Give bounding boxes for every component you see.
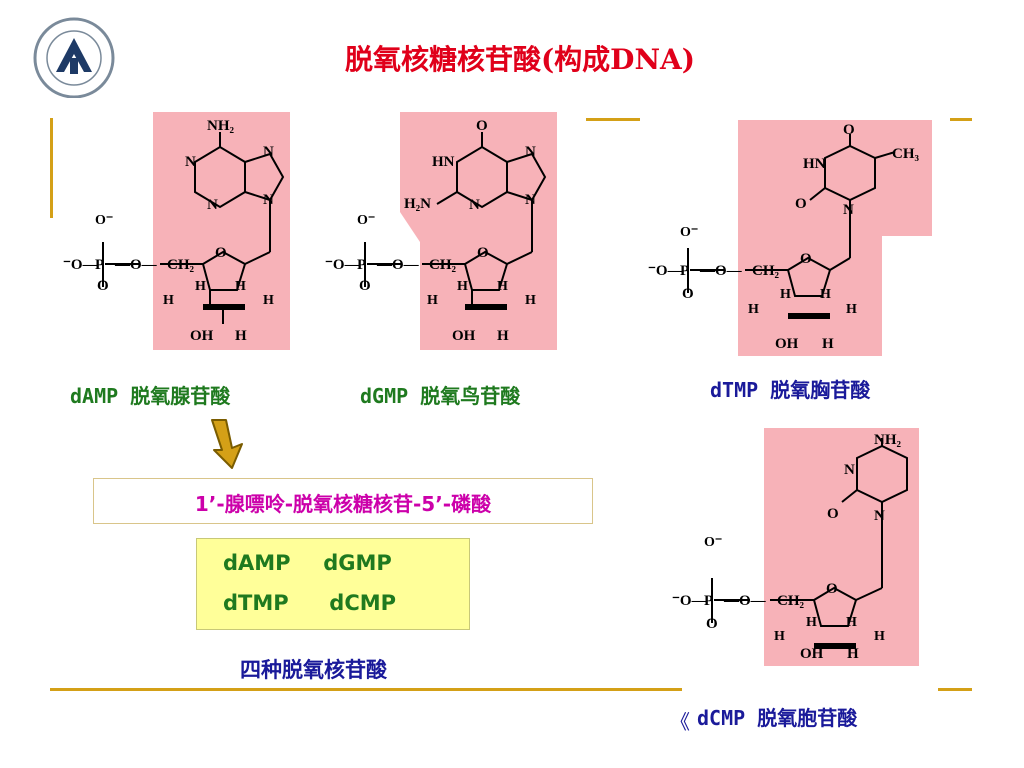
svg-text:O: O <box>795 196 807 212</box>
svg-text:—O—: —O— <box>723 593 767 609</box>
svg-text:OH: OH <box>190 328 214 344</box>
svg-text:H: H <box>195 279 206 294</box>
svg-text:H: H <box>846 615 857 630</box>
svg-text:O: O <box>843 122 855 138</box>
svg-text:H: H <box>457 279 468 294</box>
svg-text:CH₂: CH₂ <box>777 593 805 609</box>
svg-text:N: N <box>469 197 480 213</box>
svg-text:O: O <box>706 616 718 632</box>
svg-text:—O—: —O— <box>114 257 158 273</box>
svg-text:H: H <box>846 302 857 317</box>
svg-text:N: N <box>525 192 536 208</box>
svg-text:N: N <box>263 192 274 208</box>
svg-text:N: N <box>843 202 854 218</box>
svg-text:H: H <box>263 293 274 308</box>
svg-text:OH: OH <box>452 328 476 344</box>
svg-text:O: O <box>826 581 838 597</box>
damp-label: dAMP 脱氧腺苷酸 <box>70 384 231 408</box>
svg-text:OH: OH <box>775 336 799 352</box>
svg-text:H: H <box>748 302 759 317</box>
svg-text:O: O <box>359 278 371 294</box>
svg-text:N: N <box>844 462 855 478</box>
svg-text:N: N <box>525 144 536 160</box>
svg-text:O: O <box>215 245 227 261</box>
svg-text:H: H <box>525 293 536 308</box>
gold-divider-top-mid <box>586 118 640 121</box>
svg-text:⁻O—: ⁻O— <box>63 257 99 273</box>
down-arrow-icon <box>211 419 243 469</box>
svg-text:O⁻: O⁻ <box>680 225 698 240</box>
svg-text:O: O <box>97 278 109 294</box>
svg-text:⁻O—: ⁻O— <box>325 257 361 273</box>
svg-text:CH₂: CH₂ <box>752 263 780 279</box>
college-logo <box>26 16 126 99</box>
svg-text:H: H <box>774 629 785 644</box>
list-dgmp: dGMP <box>323 551 392 575</box>
svg-text:N: N <box>874 508 885 524</box>
svg-text:—O—: —O— <box>699 263 743 279</box>
dgmp-label: dGMP 脱氧鸟苷酸 <box>360 384 521 408</box>
svg-text:H: H <box>427 293 438 308</box>
svg-text:NH₂: NH₂ <box>874 432 902 448</box>
svg-text:N: N <box>207 197 218 213</box>
svg-text:CH₂: CH₂ <box>429 257 457 273</box>
four-nucleotides-caption: 四种脱氧核苷酸 <box>240 658 387 682</box>
svg-text:P: P <box>95 257 104 273</box>
svg-text:H: H <box>847 646 859 662</box>
svg-text:H: H <box>497 279 508 294</box>
svg-text:H: H <box>820 287 831 302</box>
dtmp-structure: O HN CH₃ O N O⁻ ⁻O— P —O— CH₂ O O H H H … <box>648 120 932 356</box>
dtmp-label: dTMP 脱氧胸苷酸 <box>710 378 871 402</box>
dcmp-label: dCMP 脱氧胞苷酸 <box>697 706 858 730</box>
svg-text:H₂N: H₂N <box>404 196 431 212</box>
svg-text:HN: HN <box>803 156 826 172</box>
gold-divider-top-left <box>50 118 53 218</box>
dgmp-structure: O HN N N N H₂N O⁻ ⁻O— P —O— CH₂ O O H H … <box>325 112 557 350</box>
svg-text:O⁻: O⁻ <box>704 535 722 550</box>
svg-text:P: P <box>704 593 713 609</box>
svg-text:N: N <box>263 144 274 160</box>
svg-text:H: H <box>163 293 174 308</box>
svg-text:P: P <box>680 263 689 279</box>
svg-text:N: N <box>185 154 196 170</box>
damp-nh2: NH₂ <box>207 118 235 134</box>
svg-text:H: H <box>806 615 817 630</box>
svg-text:—O—: —O— <box>376 257 420 273</box>
formula-text: 1’-腺嘌呤-脱氧核糖核苷-5’-磷酸 <box>194 492 492 516</box>
svg-text:P: P <box>357 257 366 273</box>
svg-text:O: O <box>682 286 694 302</box>
list-dcmp: dCMP <box>329 591 397 615</box>
page-title: 脱氧核糖核苷酸(构成DNA) <box>344 43 696 76</box>
svg-text:H: H <box>235 328 247 344</box>
svg-text:O: O <box>800 251 812 267</box>
formula-box: 1’-腺嘌呤-脱氧核糖核苷-5’-磷酸 <box>93 478 593 524</box>
dcmp-structure: NH₂ N O N O⁻ ⁻O— P —O— CH₂ O O H H H H O… <box>672 428 919 666</box>
svg-text:O: O <box>827 506 839 522</box>
svg-text:O⁻: O⁻ <box>95 213 113 228</box>
svg-text:O: O <box>477 245 489 261</box>
svg-text:H: H <box>235 279 246 294</box>
gold-divider-bottom-right <box>938 688 972 691</box>
svg-text:⁻O—: ⁻O— <box>648 263 684 279</box>
svg-text:OH: OH <box>800 646 824 662</box>
svg-text:CH₂: CH₂ <box>167 257 195 273</box>
list-damp: dAMP <box>223 551 291 575</box>
svg-text:O: O <box>476 118 488 134</box>
svg-text:H: H <box>822 336 834 352</box>
svg-text:H: H <box>874 629 885 644</box>
svg-text:H: H <box>780 287 791 302</box>
nav-mark[interactable]: 《 <box>670 710 690 734</box>
gold-divider-top-right <box>950 118 972 121</box>
svg-text:H: H <box>497 328 509 344</box>
svg-text:⁻O—: ⁻O— <box>672 593 708 609</box>
svg-text:HN: HN <box>432 154 455 170</box>
damp-structure: NH₂ N N N N O⁻ ⁻O— P —O— CH₂ O O H H H H… <box>63 112 290 350</box>
svg-text:CH₃: CH₃ <box>892 146 920 162</box>
gold-divider-bottom-left <box>50 688 682 691</box>
list-dtmp: dTMP <box>223 591 289 615</box>
svg-text:O⁻: O⁻ <box>357 213 375 228</box>
four-nucleotides-box: dAMP dGMP dTMP dCMP <box>196 538 470 630</box>
